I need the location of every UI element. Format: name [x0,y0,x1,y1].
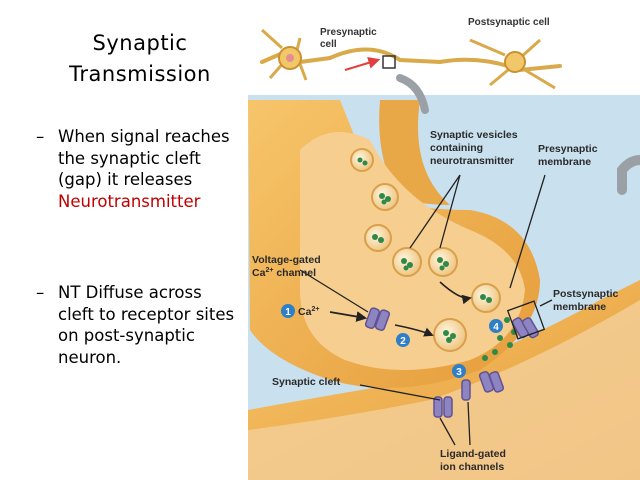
vesicles-label-1: Synaptic vesicles [430,129,518,141]
bullet-dash: – [36,127,45,146]
calcium-ion-label: Ca2+ [298,306,319,318]
bullet-1-text: When signal reaches the synaptic cleft (… [58,126,236,212]
bullet-1-highlight: Neurotransmitter [58,191,201,211]
step-2-badge: 2 [400,336,406,347]
vesicles-label-3: neurotransmitter [430,155,514,167]
step-badges: 1 2 3 4 [281,304,503,378]
presynaptic-membrane-label-1: Presynaptic [538,143,598,155]
bullet-2-text: NT Diffuse across cleft to receptor site… [58,283,235,367]
bullet-1-body: When signal reaches the synaptic cleft (… [58,127,230,189]
title-line-1: Synaptic [92,31,188,55]
voltage-gated-label-1: Voltage-gated [252,254,321,266]
voltage-gated-channel [364,307,391,332]
step-4-badge: 4 [493,322,499,333]
synaptic-cleft-label: Synaptic cleft [272,376,341,388]
inset-postsynaptic-label: Postsynaptic cell [468,17,550,28]
inset-neurons: Presynaptic cell Postsynaptic cell [250,0,580,92]
inset-presynaptic-label: Presynaptic [320,27,377,38]
slide-title: Synaptic Transmission [40,28,240,90]
bullet-dash: – [36,283,45,302]
bullet-1: – When signal reaches the synaptic cleft… [36,126,236,212]
step-1-badge: 1 [285,307,291,318]
vesicles-label-2: containing [430,142,483,154]
zoom-arrow-icon [396,74,429,114]
ligand-gated-label-2: ion channels [440,461,504,473]
presynaptic-membrane-label-2: membrane [538,156,591,168]
step-3-badge: 3 [456,367,462,378]
ligand-gated-label-1: Ligand-gated [440,448,506,460]
synaptic-vesicles [350,148,501,352]
bullet-2: – NT Diffuse across cleft to receptor si… [36,282,236,368]
postsynaptic-membrane-label-1: Postsynaptic [553,288,619,300]
voltage-gated-label-2: Ca2+ channel [252,267,316,279]
postsynaptic-membrane-label-2: membrane [553,301,606,313]
title-line-2: Transmission [69,62,211,86]
zoom-arrow-right-icon [617,155,640,195]
inset-cell-label: cell [320,39,337,50]
